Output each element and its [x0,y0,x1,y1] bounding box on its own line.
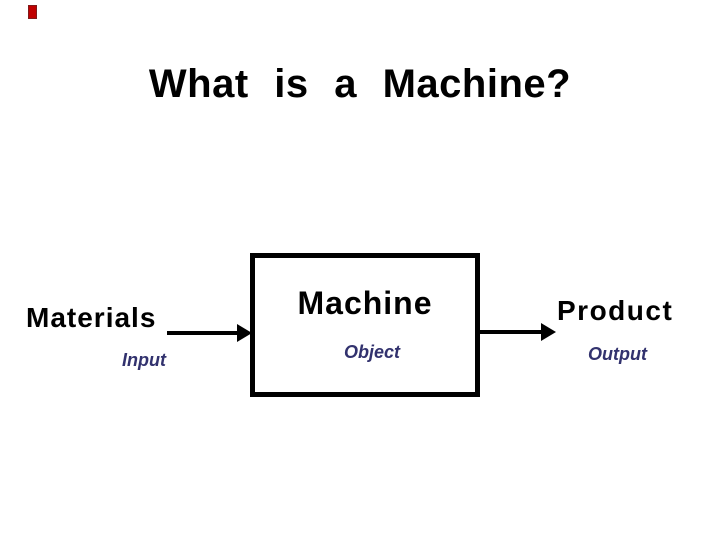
input-arrow-line [167,331,239,335]
product-label: Product [557,295,674,326]
input-sublabel: Input [122,350,166,370]
object-sublabel: Object [343,342,400,362]
machine-box: Machine Object [250,253,480,397]
slide-corner-marker [28,5,37,19]
materials-label: Materials [26,302,157,333]
output-sublabel: Output [588,344,647,364]
output-arrow-head-icon [541,323,556,341]
machine-label: Machine [297,285,433,321]
input-arrow-head-icon [237,324,252,342]
slide-title: What is a Machine? [148,62,572,106]
output-arrow-line [477,330,543,334]
